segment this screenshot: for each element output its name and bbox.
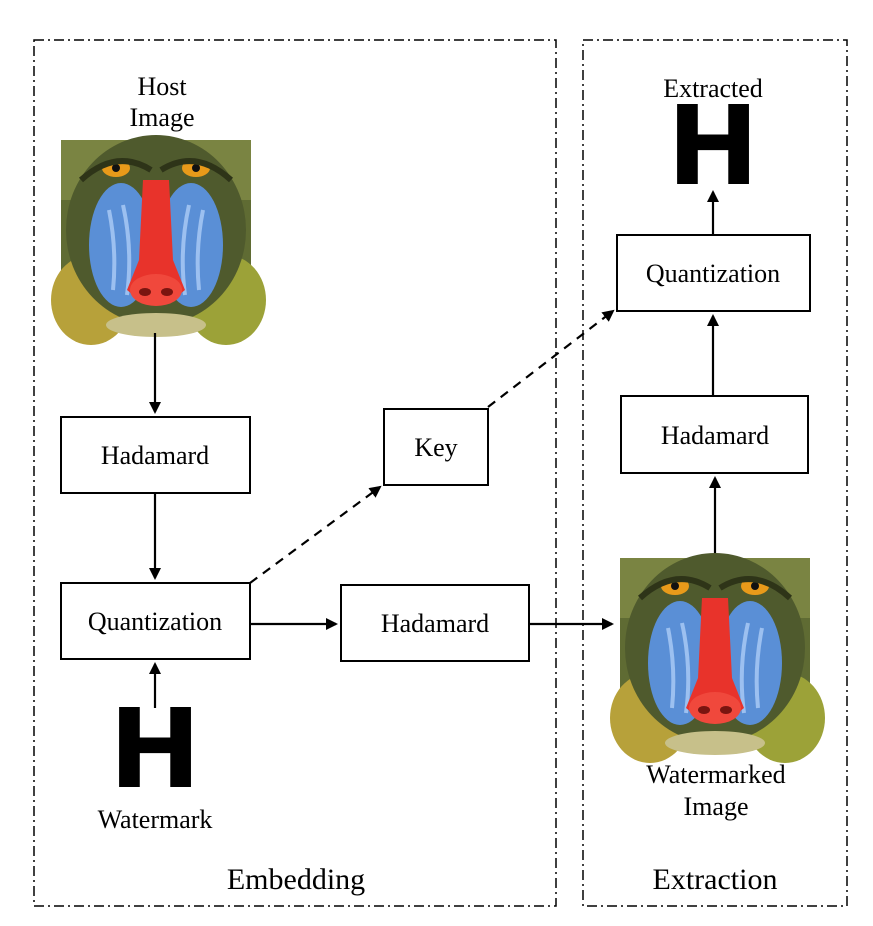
dashed-arrow-key-to-quantization (487, 309, 615, 408)
key-label: Key (414, 433, 457, 462)
quantization-label-embed: Quantization (88, 607, 222, 636)
host-image-label-line2: Image (130, 103, 195, 132)
watermark-glyph: H (109, 685, 201, 813)
hadamard-box-extract (620, 395, 809, 474)
hadamard-label-embed: Hadamard (101, 441, 209, 470)
embedding-title: Embedding (227, 863, 365, 896)
hadamard-box-embed (60, 416, 251, 494)
extraction-title: Extraction (653, 863, 778, 896)
host-image-label-line1: Host (137, 72, 187, 101)
extracted-glyph: H (667, 82, 759, 210)
quantization-label-extract: Quantization (646, 259, 780, 288)
watermarked-label-line2: Image (684, 792, 749, 821)
extracted-label: Extracted (663, 74, 763, 103)
host-image (51, 135, 266, 345)
watermark-label: Watermark (98, 805, 213, 834)
quantization-box-embed (60, 582, 251, 660)
hadamard-label-extract: Hadamard (661, 421, 769, 450)
key-box (383, 408, 489, 486)
extraction-panel (582, 39, 848, 907)
watermarked-image (610, 553, 825, 763)
watermarked-label-line1: Watermarked (646, 760, 785, 789)
dashed-arrow-quantization-to-key (249, 485, 382, 584)
embedding-panel (33, 39, 557, 907)
hadamard-label-2: Hadamard (381, 609, 489, 638)
quantization-box-extract (616, 234, 811, 312)
